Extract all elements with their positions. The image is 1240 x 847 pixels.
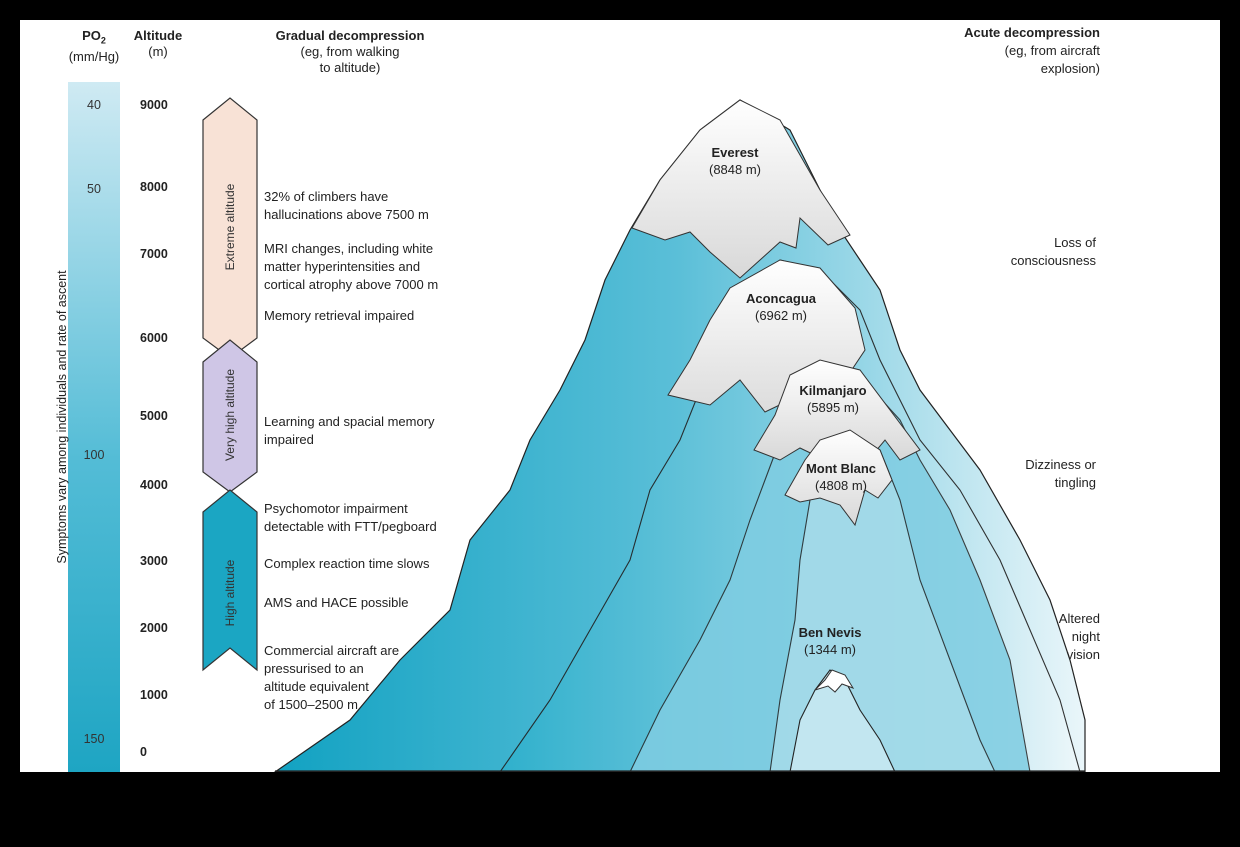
po2-tick-40: 40 (87, 98, 101, 112)
altitude-header: Altitude (m) (133, 28, 183, 59)
po2-tick-100: 100 (83, 448, 105, 462)
gradual-decompression-header: Gradual decompression (eg, from walking … (275, 28, 425, 75)
everest-snowcap (631, 99, 851, 279)
po2-tick-150: 150 (83, 732, 105, 746)
peak-label-aconcagua: Aconcagua(6962 m) (745, 291, 817, 323)
altitude-tick-3000: 3000 (140, 554, 168, 568)
altitude-tick-6000: 6000 (140, 331, 168, 345)
po2-gradient-bar (68, 82, 120, 772)
montblanc-snowcap (784, 429, 893, 527)
symptoms-vary-label: Symptoms vary among individuals and rate… (55, 270, 69, 564)
altitude-tick-8000: 8000 (140, 180, 168, 194)
zone-high-label: High altitude (223, 559, 237, 627)
altitude-tick-1000: 1000 (140, 688, 168, 702)
altitude-tick-4000: 4000 (140, 478, 168, 492)
kilimanjaro-snowcap (753, 359, 921, 461)
peak-label-everest: Everest(8848 m) (708, 145, 762, 177)
altitude-tick-2000: 2000 (140, 621, 168, 635)
zone-extreme-label: Extreme altitude (223, 183, 237, 271)
note-memory-retrieval: Memory retrieval impaired (264, 308, 415, 323)
figure-panel: PO2 (mm/Hg) Altitude (m) Gradual decompr… (20, 20, 1220, 772)
altitude-tick-9000: 9000 (140, 98, 168, 112)
bennevis-snowcap (814, 669, 855, 693)
zone-very-high-arrow (202, 339, 258, 493)
acute-decompression-header: Acute decompression (eg, from aircraft e… (964, 25, 1100, 76)
altitude-tick-7000: 7000 (140, 247, 168, 261)
zone-extreme-arrow (202, 97, 258, 359)
zone-high-arrow (202, 489, 258, 672)
note-reaction-time: Complex reaction time slows (264, 556, 430, 571)
peak-label-kilimanjaro: Kilmanjaro(5895 m) (799, 383, 867, 415)
po2-header: PO2 (mm/Hg) (68, 28, 120, 64)
note-ams-hace: AMS and HACE possible (264, 595, 409, 610)
peak-label-montblanc: Mont Blanc(4808 m) (805, 461, 877, 493)
zone-very-high-label: Very high altitude (223, 368, 237, 462)
altitude-tick-5000: 5000 (140, 409, 168, 423)
peak-label-bennevis: Ben Nevis(1344 m) (798, 625, 862, 657)
diagram-graphics (68, 82, 1086, 772)
po2-tick-50: 50 (87, 182, 101, 196)
altitude-tick-0: 0 (140, 745, 147, 759)
